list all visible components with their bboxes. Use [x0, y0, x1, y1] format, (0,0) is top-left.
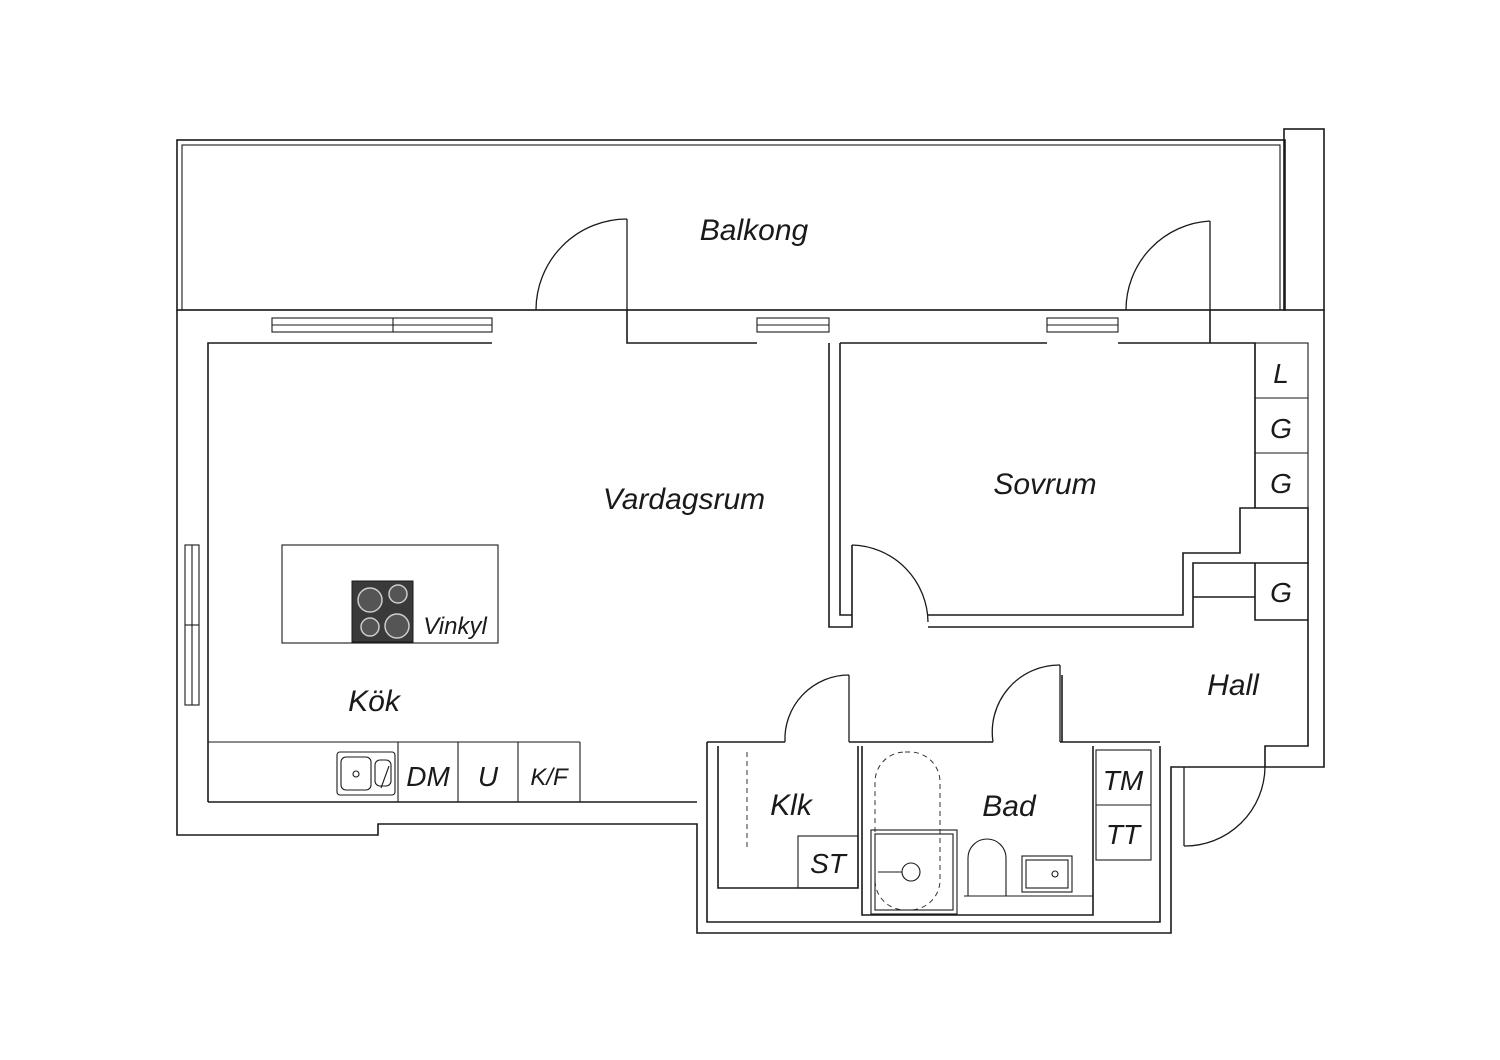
- wardrobe-label-1: G: [1270, 413, 1292, 444]
- dryer-label: TM: [1103, 765, 1144, 796]
- wardrobe-label-hall: G: [1270, 577, 1292, 608]
- room-label-wc: Klk: [770, 789, 814, 822]
- room-label-bath: Bad: [982, 790, 1037, 823]
- door-wc[interactable]: [784, 674, 850, 743]
- exterior-wall: [176, 310, 1325, 934]
- island-label: Vinkyl: [423, 613, 487, 640]
- room-label-hall: Hall: [1207, 669, 1260, 702]
- room-label-kitchen: Kök: [348, 685, 402, 718]
- kitchen-island: [281, 544, 499, 644]
- living-interior-wall: [207, 310, 853, 802]
- washer-label: TT: [1106, 819, 1142, 850]
- hall-wall: [1193, 563, 1309, 767]
- door-balcony-living[interactable]: [535, 218, 628, 311]
- door-entrance[interactable]: [1183, 766, 1266, 847]
- shower-icon: [870, 829, 958, 915]
- oven-label: U: [478, 761, 499, 792]
- door-balcony-bedroom[interactable]: [1125, 220, 1211, 311]
- toilet-icon: [964, 838, 1093, 897]
- window-middle: [756, 317, 830, 333]
- washbasin-icon: [1021, 855, 1073, 893]
- sink-icon: [336, 751, 396, 796]
- kitchen-counter: [208, 741, 581, 802]
- balcony: [176, 128, 1325, 311]
- room-label-balcony: Balkong: [700, 214, 809, 247]
- wardrobes-bedroom: [1254, 342, 1309, 509]
- laundry-units: [1095, 749, 1152, 861]
- room-label-bedroom: Sovrum: [993, 468, 1096, 501]
- linen-label: L: [1273, 358, 1289, 389]
- bathroom-block-wall: [706, 675, 1161, 923]
- window-living: [271, 317, 493, 333]
- window-kitchen-side: [184, 544, 200, 706]
- storage-label: ST: [810, 848, 848, 879]
- wardrobe-label-2: G: [1270, 468, 1292, 499]
- door-bath[interactable]: [991, 664, 1061, 743]
- room-label-living: Vardagsrum: [603, 483, 765, 516]
- fridge-label: K/F: [530, 764, 569, 791]
- wc-storage: [746, 752, 859, 889]
- door-bedroom[interactable]: [851, 544, 929, 623]
- dishwasher-label: DM: [406, 761, 450, 792]
- bathtub-icon: [874, 751, 941, 911]
- window-bedroom: [1046, 317, 1119, 333]
